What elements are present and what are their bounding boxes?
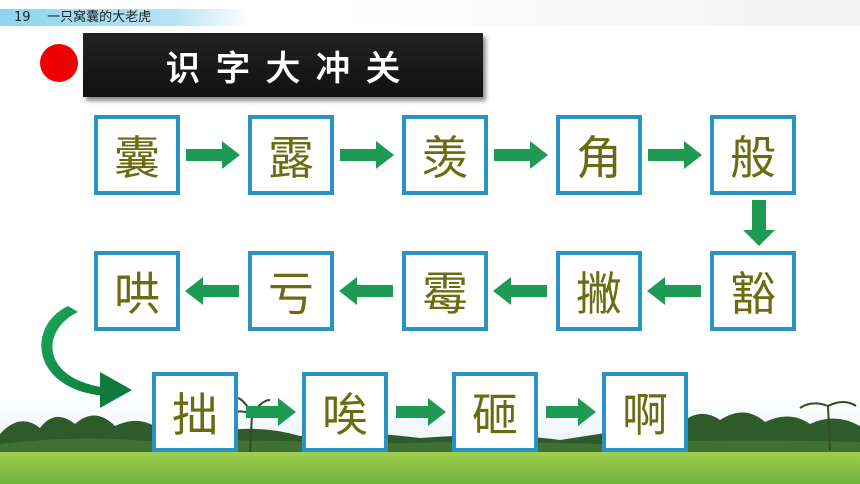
page-title: 识字大冲关 [166,49,416,89]
lesson-header: 19 一只窝囊的大老虎 [0,0,860,26]
char-card-2-1[interactable]: 唉 [302,372,388,452]
char-label: 露 [268,131,314,185]
char-card-2-2[interactable]: 砸 [452,372,538,452]
arrow-left-icon [493,277,547,305]
lawn-background [0,394,860,484]
char-card-2-3[interactable]: 啊 [602,372,688,452]
arrow-right-icon [186,141,240,169]
char-card-0-2[interactable]: 羡 [402,115,488,195]
char-label: 霉 [422,267,468,321]
char-label: 哄 [114,267,160,321]
arrow-down-icon [743,200,775,246]
char-label: 拙 [172,388,218,442]
lesson-number: 19 [14,10,31,25]
char-label: 般 [730,131,776,185]
arrow-right-icon [648,141,702,169]
header-accent-bar [0,9,250,26]
title-banner: 识字大冲关 [83,33,483,97]
char-label: 囊 [114,131,160,185]
arrow-right-icon [340,141,394,169]
arrow-left-icon [647,277,701,305]
char-label: 羡 [422,131,468,185]
char-label: 亏 [268,267,314,321]
char-card-1-1[interactable]: 亏 [248,251,334,331]
char-card-1-0[interactable]: 哄 [94,251,180,331]
char-label: 撇 [576,267,622,321]
char-label: 啊 [622,388,668,442]
char-card-0-0[interactable]: 囊 [94,115,180,195]
char-card-1-4[interactable]: 豁 [710,251,796,331]
char-label: 砸 [472,388,518,442]
lesson-title: 一只窝囊的大老虎 [47,10,152,25]
arrow-left-icon [339,277,393,305]
lesson-label: 19 一只窝囊的大老虎 [14,9,151,26]
red-dot-icon [40,44,78,82]
char-label: 角 [576,131,622,185]
char-card-1-2[interactable]: 霉 [402,251,488,331]
char-card-0-3[interactable]: 角 [556,115,642,195]
arrow-left-icon [185,277,239,305]
arrow-right-icon [494,141,548,169]
char-card-0-1[interactable]: 露 [248,115,334,195]
char-card-0-4[interactable]: 般 [710,115,796,195]
char-card-1-3[interactable]: 撇 [556,251,642,331]
char-card-2-0[interactable]: 拙 [152,372,238,452]
char-label: 唉 [322,388,368,442]
char-label: 豁 [730,267,776,321]
